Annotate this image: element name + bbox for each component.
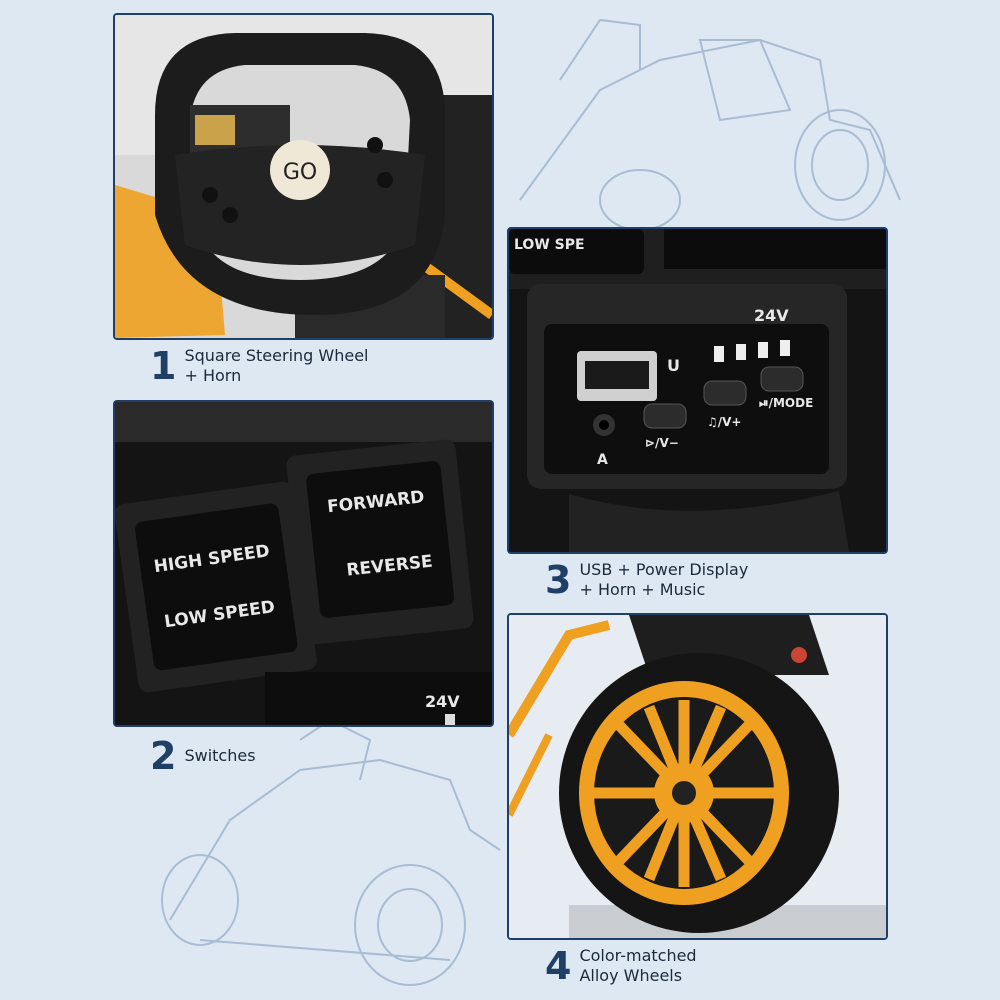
music-button-label: ♫/V+ — [707, 415, 741, 429]
alloy-wheel-photo — [507, 613, 888, 940]
aux-label: A — [597, 452, 608, 468]
low-speed-partial-label: LOW SPE — [514, 237, 585, 253]
usb-panel-illustration: LOW SPE 24V U A ⊳/V− ♫/V+ ⏯/MODE — [509, 229, 886, 552]
wheel-go-label: GO — [283, 160, 317, 185]
mode-button-label: ⏯/MODE — [759, 396, 813, 410]
feature-number: 3 — [545, 558, 572, 602]
feature-caption-2: 2 Switches — [150, 737, 256, 775]
feature-label: Square Steering Wheel + Horn — [184, 346, 369, 385]
usb-power-display-photo: LOW SPE 24V U A ⊳/V− ♫/V+ ⏯/MODE — [507, 227, 888, 554]
usb-label: U — [667, 356, 680, 375]
feature-caption-4: 4 Color-matched Alloy Wheels — [545, 946, 697, 986]
feature-number: 2 — [150, 734, 177, 778]
wheel-illustration — [509, 615, 886, 938]
voltage-label: 24V — [754, 306, 789, 325]
feature-caption-1: 1 Square Steering Wheel + Horn — [150, 346, 368, 386]
horn-button-label: ⊳/V− — [645, 436, 679, 450]
switches-photo: HIGH SPEED LOW SPEED FORWARD REVERSE 24V — [113, 400, 494, 727]
feature-number: 4 — [545, 944, 572, 988]
steering-wheel-illustration: GO — [115, 15, 492, 338]
switches-illustration: HIGH SPEED LOW SPEED FORWARD REVERSE 24V — [115, 402, 492, 725]
feature-label: Color-matched Alloy Wheels — [579, 946, 697, 985]
voltage-label: 24V — [425, 692, 460, 711]
feature-label: USB + Power Display + Horn + Music — [579, 560, 749, 599]
feature-label: Switches — [184, 746, 256, 765]
feature-number: 1 — [150, 344, 177, 388]
steering-wheel-photo: GO — [113, 13, 494, 340]
feature-caption-3: 3 USB + Power Display + Horn + Music — [545, 560, 748, 600]
